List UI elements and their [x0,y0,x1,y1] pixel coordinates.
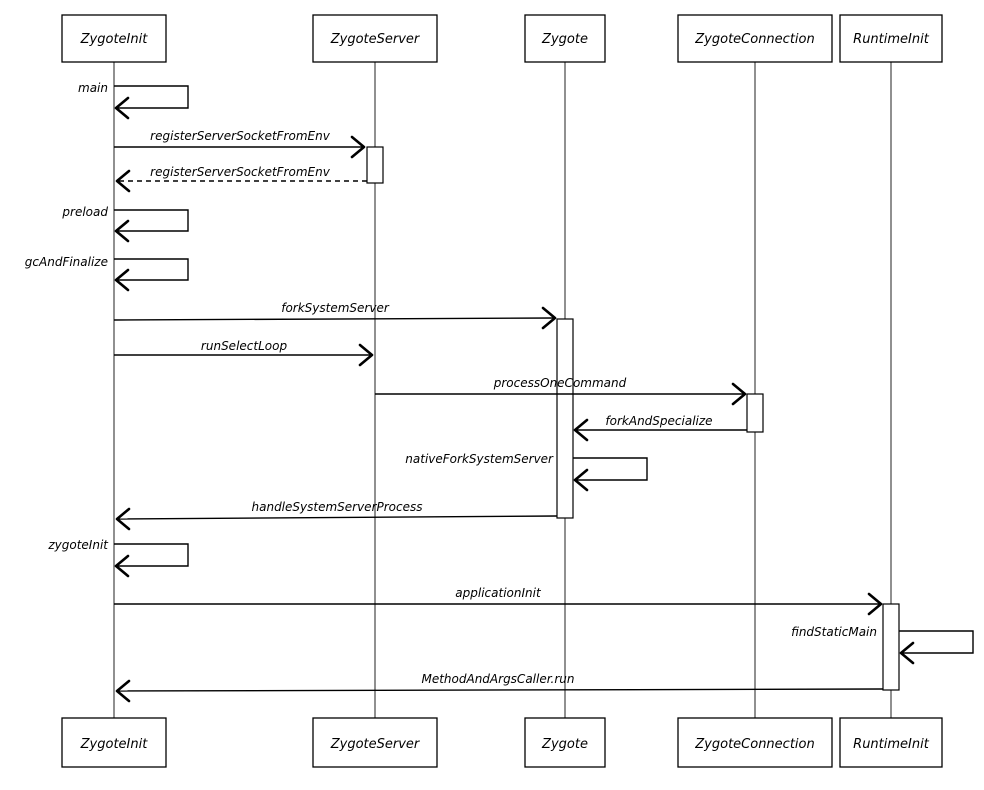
participant-top-runtimeinit: RuntimeInit [839,14,943,63]
message-label: MethodAndArgsCaller.run [421,672,574,686]
arrow-head-icon [867,592,883,616]
arrow-head-icon [114,96,130,120]
participant-top-zygoteconnection: ZygoteConnection [677,14,833,63]
message-label: forkSystemServer [281,301,390,315]
message-native-fork-system-server: nativeForkSystemServer [405,452,648,492]
message-zygote-init: zygoteInit [47,538,189,578]
message-application-init: applicationInit [114,586,883,616]
arrow-head-icon [114,268,130,292]
message-label: handleSystemServerProcess [252,500,423,514]
arrow-head-icon [114,219,130,243]
message-gc-and-finalize: gcAndFinalize [25,255,189,292]
participant-label: Zygote [541,737,588,752]
arrow-head-icon [899,641,915,665]
message-run-select-loop: runSelectLoop [114,339,374,367]
participant-bottom-zygoteconnection: ZygoteConnection [677,717,833,768]
participant-label: ZygoteInit [80,32,149,47]
message-label: runSelectLoop [201,339,288,353]
message-label: main [78,81,108,95]
message-label: gcAndFinalize [25,255,108,269]
message-main: main [78,81,189,120]
arrow-head-icon [573,468,589,492]
message-label: nativeForkSystemServer [405,452,554,466]
message-method-and-args-caller-run: MethodAndArgsCaller.run [115,672,884,703]
participant-label: RuntimeInit [853,737,930,752]
participant-label: ZygoteConnection [694,32,814,47]
message-process-one-command: processOneCommand [375,376,747,406]
message-label: processOneCommand [493,376,627,390]
message-label: preload [61,205,108,219]
participant-label: Zygote [541,32,588,47]
message-register-server-socket-return: registerServerSocketFromEnv [115,165,367,193]
participant-bottom-runtimeinit: RuntimeInit [839,717,943,768]
arrow-head-icon [541,306,557,330]
message-label: zygoteInit [47,538,109,552]
participant-label: ZygoteConnection [694,737,814,752]
participant-top-zygote: Zygote [524,14,606,63]
arrow-head-icon [114,554,130,578]
arrow-head-icon [573,418,589,442]
message-preload: preload [61,205,189,243]
message-label: findStaticMain [791,625,877,639]
participant-bottom-zygote: Zygote [524,717,606,768]
participant-top-zygoteinit: ZygoteInit [61,14,167,63]
participant-top-zygoteserver: ZygoteServer [312,14,438,63]
participant-label: ZygoteServer [330,737,421,752]
message-label: applicationInit [455,586,542,600]
participant-bottom-zygoteinit: ZygoteInit [61,717,167,768]
message-fork-system-server: forkSystemServer [113,301,557,330]
arrow-head-icon [731,382,747,406]
participant-bottom-zygoteserver: ZygoteServer [312,717,438,768]
message-register-server-socket: registerServerSocketFromEnv [114,129,366,159]
arrow-head-icon [358,343,374,367]
activation-zygote [556,318,574,519]
message-label: registerServerSocketFromEnv [150,165,331,179]
activation-zygoteserver [366,146,384,184]
message-find-static-main: findStaticMain [791,625,974,665]
activation-runtimeinit [882,603,900,691]
participant-label: RuntimeInit [853,32,930,47]
message-fork-and-specialize: forkAndSpecialize [573,414,747,442]
participant-label: ZygoteServer [330,32,421,47]
activation-zygoteconnection [746,393,764,433]
participant-label: ZygoteInit [80,737,149,752]
message-handle-system-server-process: handleSystemServerProcess [115,500,558,531]
message-label: registerServerSocketFromEnv [150,129,331,143]
arrow-head-icon [115,679,131,703]
arrow-head-icon [115,507,131,531]
arrow-head-icon [350,135,366,159]
arrow-head-icon [115,169,131,193]
message-label: forkAndSpecialize [605,414,712,428]
